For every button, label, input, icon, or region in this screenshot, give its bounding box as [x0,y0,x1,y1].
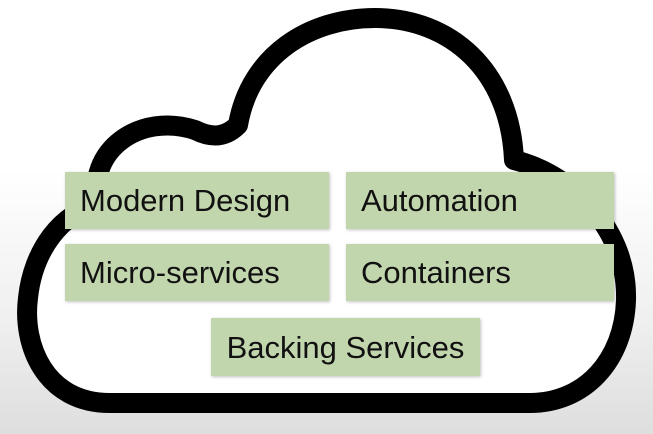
containers-label: Containers [361,255,511,290]
containers-box: Containers [346,244,614,301]
automation-box: Automation [346,172,614,229]
backing-services-box: Backing Services [211,318,480,376]
backing-services-label: Backing Services [226,329,465,365]
modern-design-label: Modern Design [80,183,291,218]
modern-design-box: Modern Design [65,172,329,229]
micro-services-label: Micro-services [80,255,280,290]
micro-services-box: Micro-services [65,244,329,301]
automation-label: Automation [361,183,518,218]
